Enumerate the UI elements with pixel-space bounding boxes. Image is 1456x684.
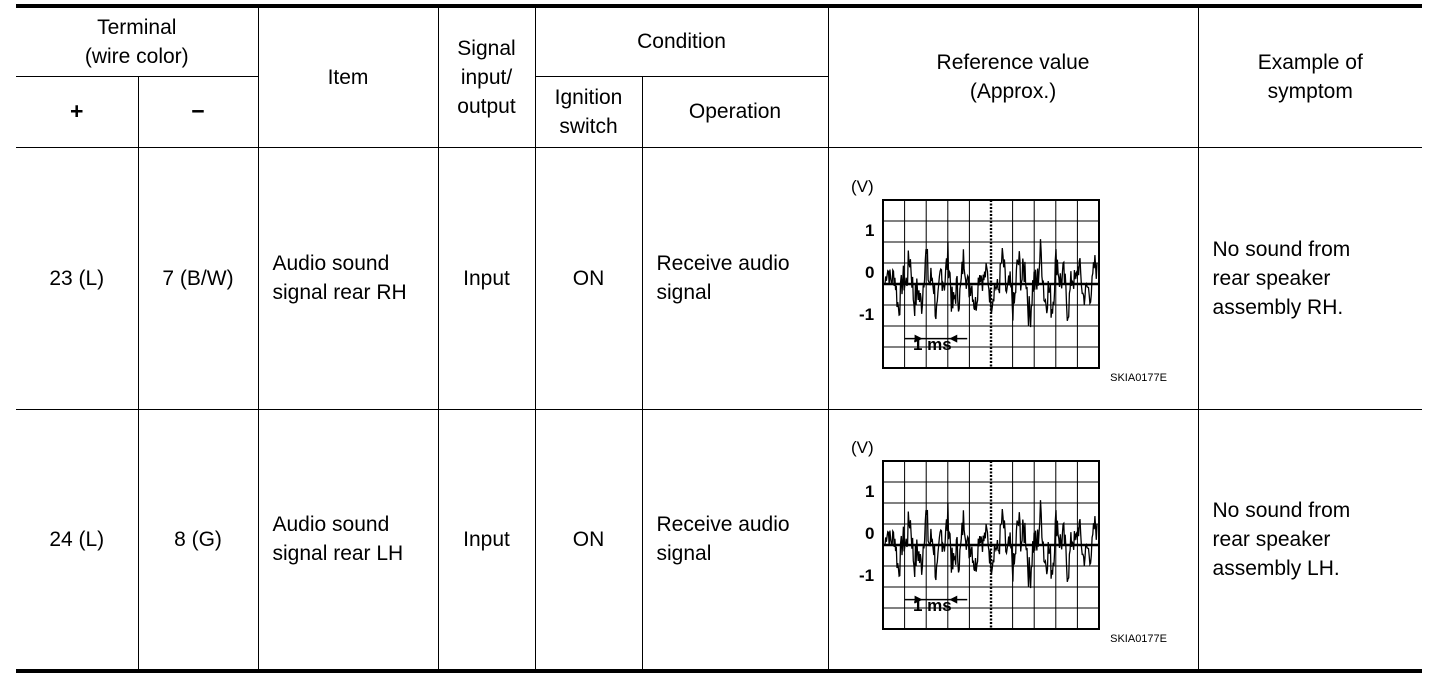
time-span-label: 1 ms (913, 335, 952, 354)
header-reference: Reference value(Approx.) (827, 5, 1199, 148)
y-tick-label: 0 (865, 524, 874, 543)
arrow-right-icon (914, 334, 923, 343)
y-tick-label: 1 (865, 221, 874, 240)
time-span-marker (904, 595, 968, 604)
cell-signal: Input (437, 408, 536, 672)
header-terminal: Terminal(wire color) (16, 5, 259, 77)
header-condition: Condition (534, 5, 829, 77)
time-span-label: 1 ms (913, 596, 952, 615)
cell-minus-terminal: 8 (G) (137, 408, 259, 672)
cell-ignition: ON (534, 146, 643, 410)
cell-reference-waveform: (V) 1 0 -1 1 ms SKIA0177E (827, 408, 1199, 672)
header-plus: + (16, 75, 139, 148)
cell-reference-waveform: (V) 1 0 -1 1 ms SKIA0177E (827, 146, 1199, 410)
y-tick-label: 0 (865, 263, 874, 282)
arrow-right-icon (914, 595, 923, 604)
header-minus: − (137, 75, 259, 148)
figure-code: SKIA0177E (1110, 372, 1167, 384)
y-tick-label: -1 (859, 305, 874, 324)
figure-code: SKIA0177E (1110, 633, 1167, 645)
scope-grid (882, 199, 1101, 369)
scope-grid (882, 460, 1101, 631)
arrow-left-icon (949, 334, 958, 343)
oscilloscope-waveform: (V) 1 0 -1 1 ms SKIA0177E (851, 177, 1167, 384)
y-tick-label: 1 (865, 482, 874, 501)
voltage-unit-label: (V) (851, 177, 874, 196)
cell-plus-terminal: 23 (L) (16, 146, 139, 410)
arrow-left-icon (949, 595, 958, 604)
waveform-trace (884, 239, 1098, 328)
y-tick-label: -1 (859, 566, 874, 585)
time-span-marker (904, 334, 968, 343)
cell-signal: Input (437, 146, 536, 410)
waveform-trace (884, 500, 1098, 589)
voltage-unit-label: (V) (851, 438, 874, 457)
cell-minus-terminal: 7 (B/W) (137, 146, 259, 410)
header-item: Item (257, 5, 439, 148)
cell-plus-terminal: 24 (L) (16, 408, 139, 672)
cell-ignition: ON (534, 408, 643, 672)
header-operation: Operation (641, 75, 829, 148)
oscilloscope-waveform: (V) 1 0 -1 1 ms SKIA0177E (851, 438, 1167, 645)
